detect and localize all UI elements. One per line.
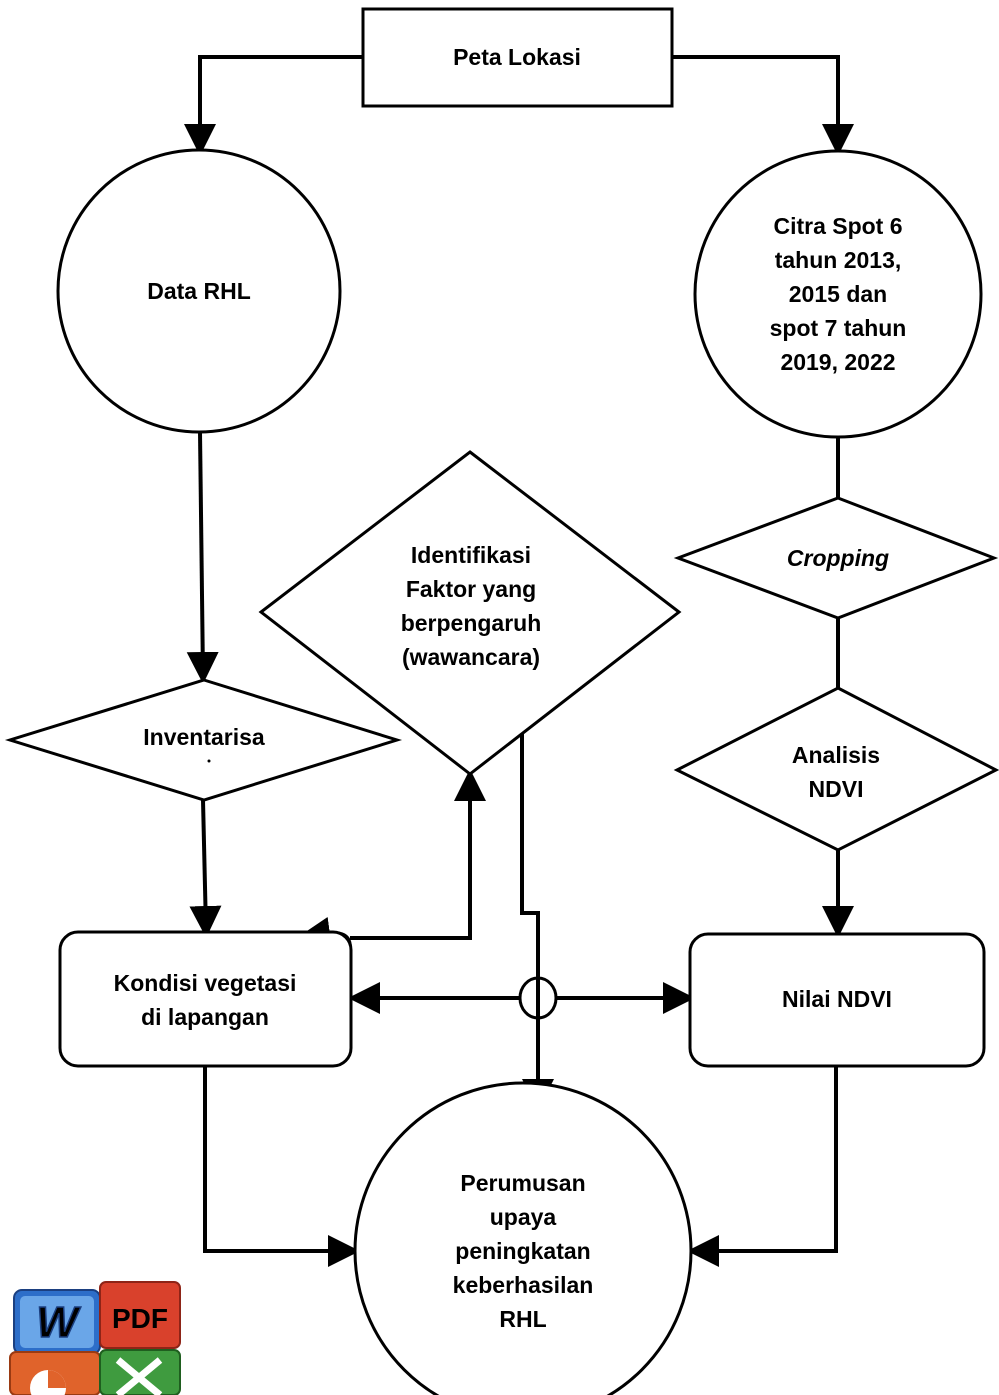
node-label-line: (wawancara)	[402, 644, 540, 670]
node-label-line: Identifikasi	[411, 542, 531, 568]
node-label: Peta Lokasi	[453, 44, 581, 70]
node-label: Cropping	[787, 545, 889, 571]
node-peta-lokasi: Peta Lokasi	[361, 7, 674, 108]
node-label: Data RHL	[147, 278, 251, 304]
office-icons: W PDF	[9, 1281, 181, 1395]
node-label-line: Nilai NDVI	[782, 986, 892, 1012]
node-label-line: Cropping	[787, 545, 889, 571]
node-cropping: Cropping	[673, 496, 999, 620]
node-label-line: berpengaruh	[401, 610, 542, 636]
node-label-line: tahun 2013,	[775, 247, 902, 273]
node-label-line: di lapangan	[141, 1004, 269, 1030]
node-label-line: 2019, 2022	[780, 349, 895, 375]
edge-data-rhl-to-inventarisasi	[186, 431, 219, 684]
pdf-icon: PDF	[99, 1281, 181, 1349]
node-nilai-ndvi: Nilai NDVI	[688, 932, 986, 1068]
node-label-line: Kondisi vegetasi	[114, 970, 297, 996]
excel-icon	[99, 1349, 181, 1395]
node-label-line: Data RHL	[147, 278, 251, 304]
edge-nilai-to-perumusan	[687, 1067, 838, 1267]
node-inventarisasi: Inventarisa	[4, 678, 403, 802]
node-label: Kondisi vegetasi di lapangan	[114, 970, 297, 1030]
node-label-line: Perumusan	[460, 1170, 585, 1196]
edge-peta-to-data-rhl	[184, 55, 362, 156]
node-kondisi-vegetasi: Kondisi vegetasi di lapangan	[58, 930, 353, 1068]
node-label: Nilai NDVI	[782, 986, 892, 1012]
node-label-line: Inventarisa	[143, 724, 265, 750]
edge-identifikasi-to-perumusan	[520, 716, 554, 1111]
node-citra-spot: Citra Spot 6 tahun 2013, 2015 dan spot 7 ta…	[693, 149, 983, 439]
word-icon-letter: W	[36, 1298, 81, 1347]
edge-kondisi-to-perumusan	[203, 1066, 360, 1267]
node-label-line: RHL	[499, 1306, 546, 1332]
node-label: Inventarisa	[143, 724, 265, 750]
node-data-rhl: Data RHL	[56, 148, 342, 434]
truncated-text-dot	[207, 759, 211, 763]
node-label-line: upaya	[490, 1204, 557, 1230]
node-label-line: 2015 dan	[789, 281, 887, 307]
node-label-line: Peta Lokasi	[453, 44, 581, 70]
node-label-line: Faktor yang	[406, 576, 536, 602]
edge-peta-to-citra	[672, 55, 854, 156]
node-label-line: keberhasilan	[453, 1272, 594, 1298]
pdf-icon-label: PDF	[112, 1303, 168, 1334]
edge-inventarisasi-to-kondisi	[189, 799, 222, 938]
node-label-line: peningkatan	[455, 1238, 590, 1264]
word-icon: W	[13, 1289, 101, 1355]
node-label-line: NDVI	[809, 776, 864, 802]
edge-kondisi-to-identifikasi	[350, 769, 486, 940]
node-label-line: Citra Spot 6	[773, 213, 902, 239]
node-label-line: spot 7 tahun	[770, 315, 907, 341]
node-label: Citra Spot 6 tahun 2013, 2015 dan spot 7 ta…	[770, 213, 907, 375]
powerpoint-icon	[9, 1351, 101, 1395]
node-label-line: Analisis	[792, 742, 880, 768]
connector-crossing-circle	[518, 976, 558, 1020]
